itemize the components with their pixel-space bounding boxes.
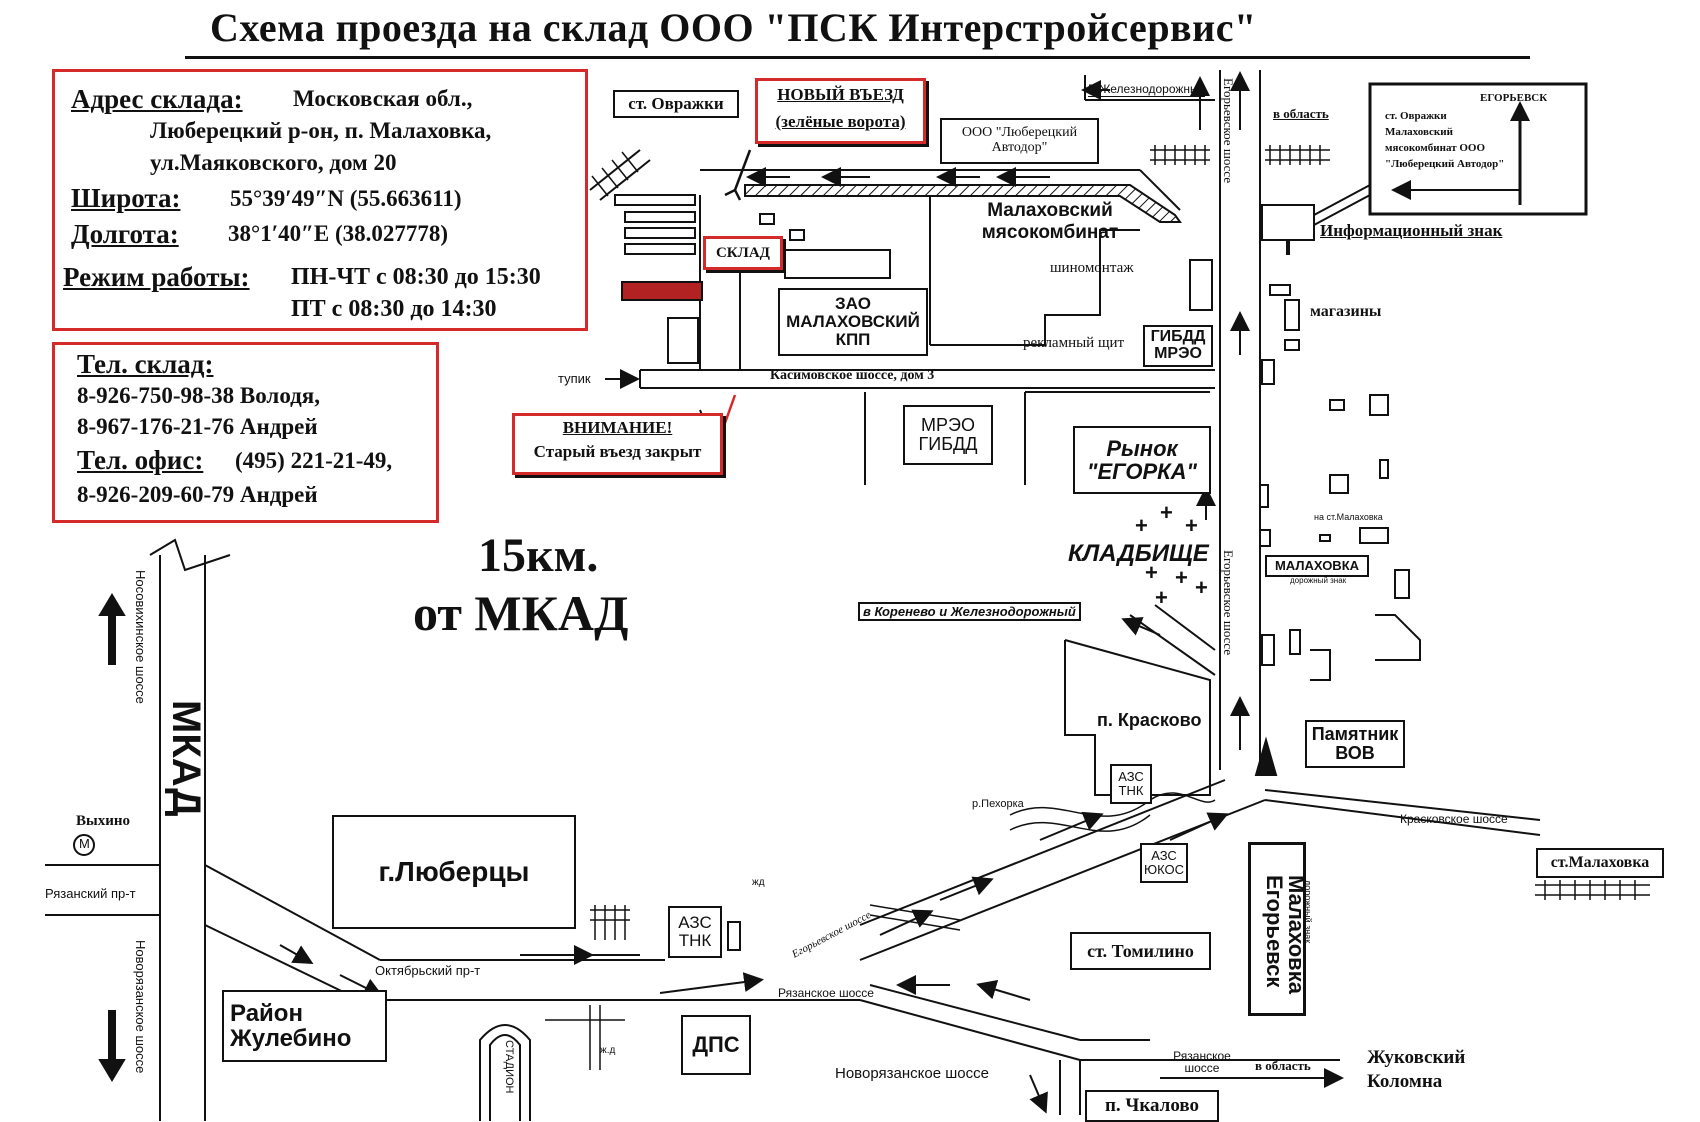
noso-label: Носовихинское шоссе	[133, 570, 148, 704]
railway-label-2: жд	[752, 877, 765, 888]
hours-line-1: ПН-ЧТ с 08:30 до 15:30	[291, 264, 541, 290]
malakhovka-box-sub: дорожный знак	[1290, 576, 1347, 585]
longitude-value: 38°1′40″E (38.027778)	[228, 221, 449, 246]
svg-text:+: +	[1145, 560, 1158, 585]
address-line-3: ул.Маяковского, дом 20	[150, 150, 397, 175]
ryazansky-pr-label: Рязанский пр-т	[45, 886, 136, 901]
stadium-label: СТАДИОН	[503, 1040, 515, 1094]
distance-line-2: от МКАД	[413, 585, 629, 641]
office-phone-2: 8-926-209-60-79 Андрей	[77, 482, 318, 507]
vykhino-label: Выхино	[76, 813, 131, 829]
svg-text:+: +	[1175, 565, 1188, 590]
pekhorka-label: р.Пехорка	[972, 798, 1024, 810]
cemetery-label: КЛАДБИЩЕ	[1068, 540, 1209, 567]
svg-text:+: +	[1135, 513, 1148, 538]
address-line-1: Московская обл.,	[293, 86, 473, 111]
info-sign-egorievsk: ЕГОРЬЕВСК	[1480, 92, 1548, 104]
st-malakhovka-label: ст.Малаховка	[1536, 848, 1664, 878]
to-st-malakhovka-label: на ст.Малаховка	[1314, 512, 1383, 522]
longitude-label: Долгота:	[71, 219, 179, 249]
warning-line-1: ВНИМАНИЕ!	[562, 418, 673, 437]
malakhovka-box-label: МАЛАХОВКА	[1265, 555, 1369, 577]
avtodor-label: ООО "Люберецкий Автодор"	[940, 118, 1099, 164]
distance-line-1: 15км.	[478, 529, 599, 582]
svg-text:+: +	[1155, 585, 1168, 610]
info-sign-label: Информационный знак	[1320, 221, 1503, 240]
chkalovo-label: п. Чкалово	[1085, 1090, 1219, 1122]
azs-tnk-top-label: АЗС ТНК	[1110, 764, 1152, 804]
phone-info-box: Тел. склад: 8-926-750-98-38 Володя, 8-96…	[52, 342, 439, 523]
gibdd-mreo-label: ГИБДД МРЭО	[1143, 325, 1213, 367]
kolomna-label: Коломна	[1367, 1071, 1443, 1092]
warning-callout: ВНИМАНИЕ! Старый въезд закрыт	[512, 413, 723, 475]
kraskovo-label: п. Красково	[1097, 710, 1202, 730]
lyubertsy-label: г.Люберцы	[332, 815, 576, 929]
office-phone-1: (495) 221-21-49,	[235, 448, 393, 473]
oktyabrsky-label: Октябрьский пр-т	[375, 963, 481, 978]
address-info-box: Адрес склада: Московская обл., Люберецки…	[52, 69, 588, 331]
shops-label: магазины	[1310, 303, 1382, 320]
dps-label: ДПС	[681, 1015, 751, 1075]
novoryaz-bottom-label: Новорязанское шоссе	[835, 1065, 989, 1082]
new-entry-callout: НОВЫЙ ВЪЕЗД (зелёные ворота)	[755, 78, 926, 144]
st-ovrazhki-label: ст. Овражки	[613, 90, 739, 118]
malakhovka-sign-text: Малаховка	[1284, 875, 1309, 994]
ryaz-right-label: Рязанское шоссе	[1173, 1049, 1231, 1075]
railway-ovrazhki	[589, 149, 651, 201]
billboard-label: рекламный щит	[1023, 335, 1125, 351]
address-line-2: Люберецкий р-он, п. Малаховка,	[150, 118, 492, 143]
azs-yukos-label: АЗС ЮКОС	[1140, 843, 1188, 883]
new-entry-line-2: (зелёные ворота)	[775, 112, 906, 131]
azs-tnk-bottom-label: АЗС ТНК	[668, 906, 722, 958]
metro-icon: М	[79, 836, 90, 851]
info-sign-text: ст. Овражки Малаховский мясокомбинат ООО…	[1385, 110, 1505, 170]
tomilino-label: ст. Томилино	[1070, 932, 1211, 970]
warehouse-phone-label: Тел. склад:	[77, 349, 214, 379]
latitude-label: Широта:	[71, 183, 181, 213]
korenevo-label: в Коренево и Железнодорожный	[858, 602, 1081, 621]
title-underline	[185, 56, 1530, 59]
to-region-top-label: в область	[1273, 106, 1329, 121]
hours-label: Режим работы:	[63, 262, 250, 292]
direction-sign: Егорьевск Малаховка	[1248, 842, 1309, 1016]
railway-label-1: ж.д	[600, 1045, 616, 1056]
kraskovo-hwy-label: Красковское шоссе	[1400, 812, 1508, 826]
zhulebino-label: Район Жулебино	[222, 990, 387, 1062]
address-label: Адрес склада:	[71, 84, 243, 114]
mkad-label: МКАД	[164, 700, 208, 817]
egorievskoe-top-label: Егорьевское шоссе	[1221, 78, 1236, 184]
warehouse-phone-2: 8-967-176-21-76 Андрей	[77, 414, 318, 439]
new-entry-line-1: НОВЫЙ ВЪЕЗД	[777, 85, 904, 104]
novoryaz-left-label: Новорязанское шоссе	[133, 940, 148, 1074]
to-region-bottom-label: в область	[1255, 1058, 1311, 1073]
zhd-direction-label: В Железнодорожный	[1088, 82, 1206, 97]
svg-text:+: +	[1160, 500, 1173, 525]
svg-text:+: +	[1195, 575, 1208, 600]
egorievskoe-mid-label: Егорьевское шоссе	[1221, 550, 1236, 656]
latitude-value: 55°39′49″N (55.663611)	[230, 186, 462, 211]
warehouse-callout: СКЛАД	[703, 236, 783, 270]
svg-text:+: +	[1185, 513, 1198, 538]
monument-label: Памятник ВОВ	[1305, 720, 1405, 768]
page-title: Схема проезда на склад ООО "ПСК Интерстр…	[210, 5, 1257, 50]
warning-line-2: Старый въезд закрыт	[533, 442, 702, 461]
office-phone-label: Тел. офис:	[77, 445, 204, 475]
meat-plant-label: Малаховский мясокомбинат	[981, 200, 1119, 243]
tire-service-label: шиномонтаж	[1050, 260, 1134, 276]
market-label: Рынок "ЕГОРКА"	[1073, 426, 1211, 494]
hours-line-2: ПТ с 08:30 до 14:30	[291, 296, 497, 322]
zao-kpp-label: ЗАО МАЛАХОВСКИЙ КПП	[778, 288, 928, 356]
ryazanskoe-label: Рязанское шоссе	[778, 986, 874, 1000]
kasimov-label: Касимовское шоссе, дом 3	[770, 368, 935, 383]
warehouse-phone-1: 8-926-750-98-38 Володя,	[77, 383, 320, 408]
mreo-gibdd-label: МРЭО ГИБДД	[903, 405, 993, 465]
tupik-label: тупик	[558, 371, 591, 386]
zhukovsky-label: Жуковский	[1367, 1047, 1466, 1068]
